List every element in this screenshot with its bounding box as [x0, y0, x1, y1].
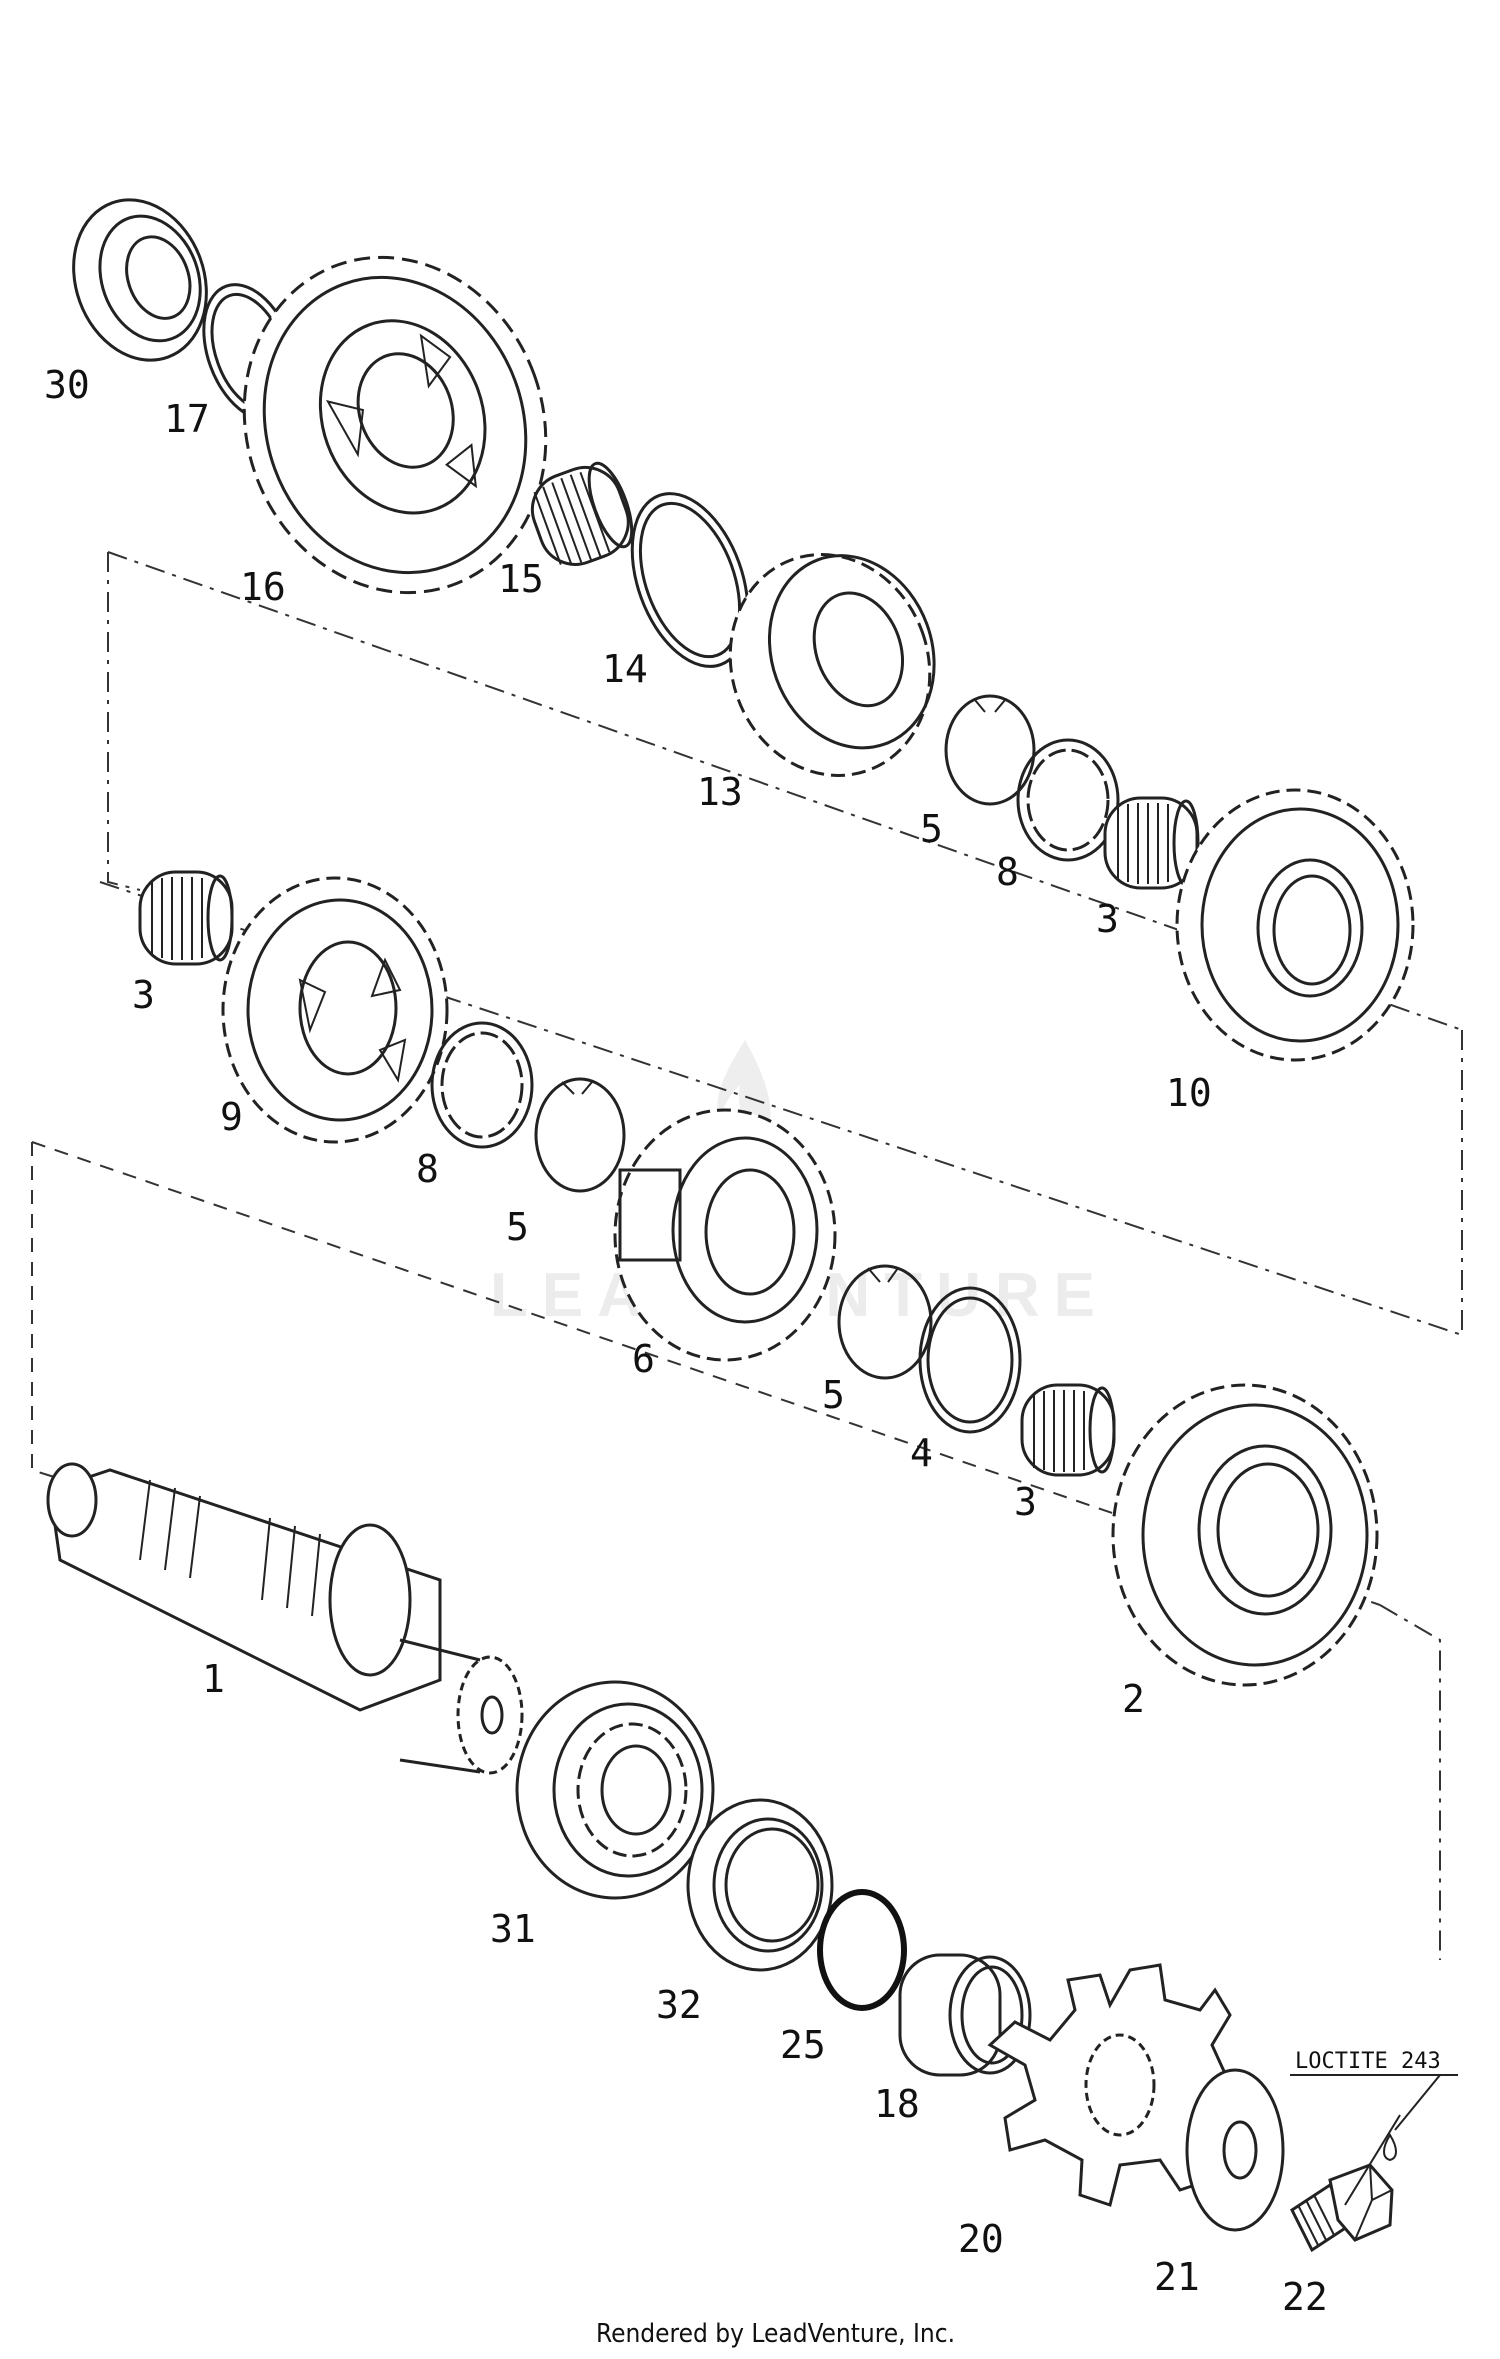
part-9-gear: [221, 876, 449, 1144]
callout-2: 2: [1122, 1677, 1145, 1721]
part-5-circlip-b: [534, 1077, 626, 1193]
callout-15: 15: [498, 557, 544, 601]
callout-18: 18: [874, 2082, 920, 2126]
callout-10: 10: [1166, 1071, 1212, 1115]
callout-3-a: 3: [1096, 897, 1119, 941]
callout-8-a: 8: [996, 850, 1019, 894]
part-30-bearing: [72, 198, 208, 362]
callout-5-c: 5: [822, 1373, 845, 1417]
callout-9: 9: [220, 1095, 243, 1139]
part-6-gear: [613, 1108, 837, 1362]
part-5-circlip-c: [837, 1264, 933, 1380]
callout-14: 14: [602, 647, 648, 691]
part-3-needle-bearing-c: [1020, 1383, 1116, 1477]
callout-16: 16: [240, 565, 286, 609]
part-3-needle-bearing-b: [138, 870, 234, 966]
part-22-bolt: [1290, 2114, 1401, 2253]
part-4-washer: [918, 1286, 1022, 1434]
callout-31: 31: [490, 1907, 536, 1951]
part-5-circlip-a: [944, 694, 1036, 806]
part-10-gear: [1175, 788, 1415, 1062]
loctite-label: LOCTITE 243: [1295, 2049, 1441, 2074]
callout-21: 21: [1154, 2255, 1200, 2299]
callout-32: 32: [656, 1983, 702, 2027]
callout-1: 1: [202, 1657, 225, 1701]
callout-8-b: 8: [416, 1147, 439, 1191]
callout-25: 25: [780, 2023, 826, 2067]
part-13-gear: [728, 553, 936, 777]
callout-22: 22: [1282, 2275, 1328, 2319]
part-8-lockwasher-b: [430, 1021, 534, 1149]
lower-right-drop: [1379, 1604, 1441, 1960]
part-15-needle-bearing: [530, 461, 634, 566]
part-32-seal: [686, 1798, 834, 1972]
part-31-bearing: [515, 1680, 715, 1900]
callout-3-b: 3: [132, 973, 155, 1017]
callout-5-b: 5: [506, 1205, 529, 1249]
lower-left-bracket: [31, 1142, 71, 1483]
part-14-washer: [630, 492, 750, 668]
part-25-o-ring: [817, 1889, 907, 2011]
loctite-note: LOCTITE 243: [1290, 2049, 1458, 2162]
callout-3-c: 3: [1014, 1480, 1037, 1524]
upper-left-bracket: [107, 552, 141, 891]
drop-icon: [1383, 2133, 1397, 2162]
callout-13: 13: [697, 770, 743, 814]
callout-6: 6: [632, 1337, 655, 1381]
callout-5-a: 5: [920, 807, 943, 851]
callout-4: 4: [910, 1431, 933, 1475]
part-8-lockwasher-a: [1016, 738, 1120, 862]
callout-labels: 30 17 16 15 14 13 5 8 3 10 3 9 8 5 6 5 4…: [44, 363, 1328, 2319]
callout-30: 30: [44, 363, 90, 407]
callout-20: 20: [958, 2217, 1004, 2261]
part-1-main-shaft: [46, 1462, 524, 1775]
part-21-washer: [1185, 2068, 1285, 2232]
part-18-spacer: [898, 1953, 1032, 2077]
callout-17: 17: [164, 397, 210, 441]
part-2-gear: [1111, 1383, 1379, 1687]
footer-credit: Rendered by LeadVenture, Inc.: [596, 2319, 955, 2349]
part-16-gear: [242, 255, 548, 595]
